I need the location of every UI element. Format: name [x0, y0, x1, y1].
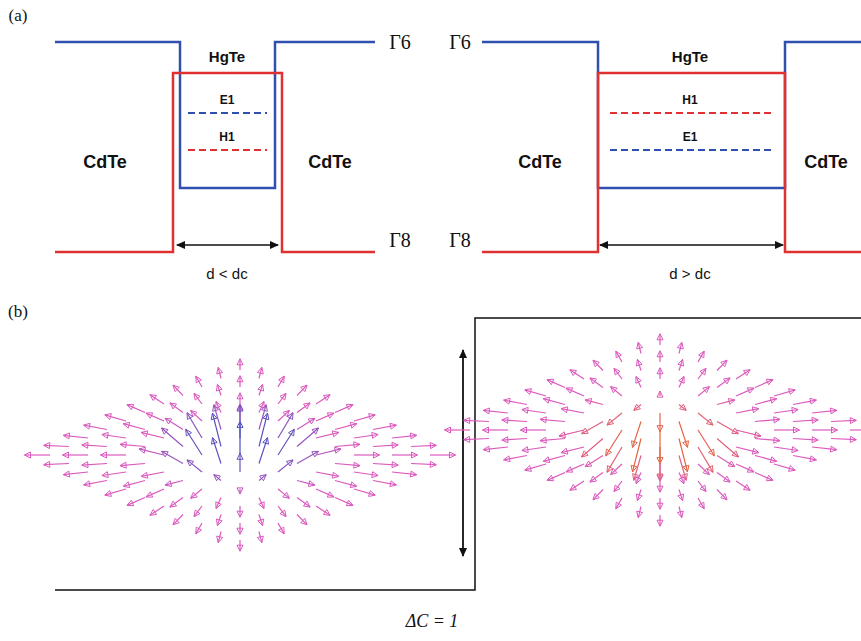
- subband-label: H1: [682, 94, 697, 107]
- width-label: d > dc: [669, 266, 710, 283]
- subband-label: E1: [220, 94, 235, 107]
- skyrmion-fields: [25, 334, 861, 551]
- band-label: Γ6: [389, 31, 411, 53]
- subband-label: E1: [683, 131, 698, 144]
- band-label: Γ8: [449, 229, 471, 251]
- material-label: HgTe: [672, 49, 708, 66]
- double-arrow: [462, 350, 464, 556]
- chern-change-label: ΔC = 1: [406, 612, 459, 632]
- width-label: d < dc: [206, 266, 247, 283]
- band-label: Γ6: [449, 31, 471, 53]
- band-label: Γ8: [389, 229, 411, 251]
- panel-label: (b): [8, 303, 28, 322]
- material-label: CdTe: [518, 153, 562, 173]
- material-label: CdTe: [804, 153, 848, 173]
- band-diagram-right: [482, 42, 861, 252]
- step-line: [55, 318, 861, 590]
- material-label: CdTe: [308, 153, 352, 173]
- panel-label: (a): [9, 7, 28, 26]
- material-label: CdTe: [83, 153, 127, 173]
- subband-label: H1: [219, 131, 234, 144]
- material-label: HgTe: [209, 49, 245, 66]
- band-diagram-left: [55, 42, 375, 252]
